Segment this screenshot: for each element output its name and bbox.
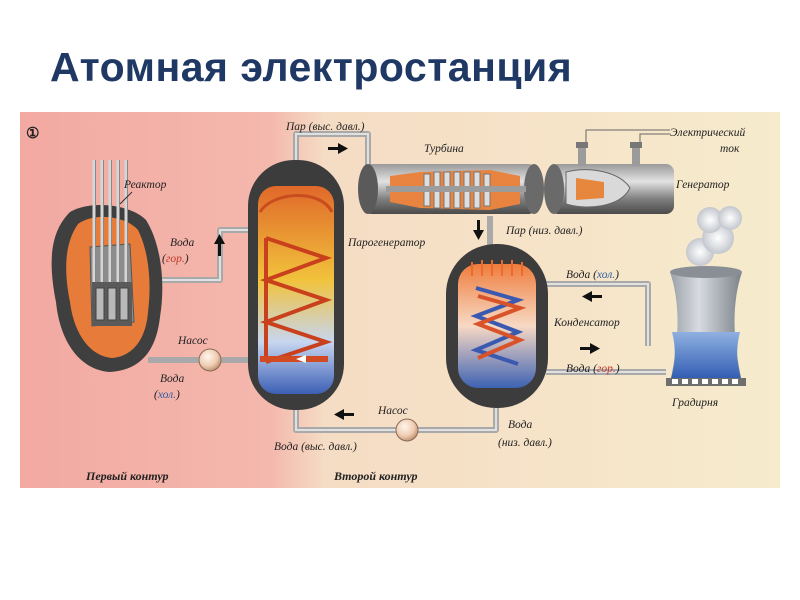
flow-arrows xyxy=(214,143,602,420)
turbine xyxy=(358,164,544,214)
npp-diagram: ① Реактор Вода (гор.) Насос Вода (хол.) … xyxy=(20,112,780,488)
label-secondary-loop: Второй контур xyxy=(333,469,418,483)
label-water-cold-2-note: хол. xyxy=(596,269,615,281)
label-water-high: Вода (выс. давл.) xyxy=(274,441,357,453)
pump-1 xyxy=(198,348,222,372)
label-cooling-tower: Градирня xyxy=(671,397,718,409)
label-condenser: Конденсатор xyxy=(553,317,620,329)
label-water-cold-1-note-wrap: (хол.) xyxy=(154,389,180,401)
condenser xyxy=(446,244,548,408)
label-water-cold-1-note: хол. xyxy=(157,389,176,401)
label-water-hot-1: Вода xyxy=(170,237,194,249)
label-primary-loop: Первый контур xyxy=(85,469,169,483)
label-steam-high: Пар (выс. давл.) xyxy=(285,121,365,133)
label-electric-current-2: ток xyxy=(720,143,740,155)
label-water-cold-1: Вода xyxy=(160,373,184,385)
pump-2 xyxy=(395,418,419,442)
reactor xyxy=(51,160,163,372)
label-water-cold-2: Вода xyxy=(566,269,590,281)
page-title: Атомная электростанция xyxy=(50,44,573,90)
label-steam-low: Пар (низ. давл.) xyxy=(505,225,583,237)
label-water-hot-1-note-wrap: (гор.) xyxy=(162,253,189,265)
generator xyxy=(544,129,674,214)
label-water-low-1: Вода xyxy=(508,419,532,431)
figure-number: ① xyxy=(26,126,39,142)
label-pump-1: Насос xyxy=(177,335,208,347)
label-water-cold-2-wrap: Вода (хол.) xyxy=(566,269,619,281)
label-electric-current: Электрический xyxy=(670,126,746,139)
steam-generator xyxy=(248,160,344,410)
label-water-hot-2-wrap: Вода (гор.) xyxy=(566,363,620,375)
cooling-tower xyxy=(666,206,746,386)
label-turbine: Турбина xyxy=(424,143,464,155)
diagram-svg: ① Реактор Вода (гор.) Насос Вода (хол.) … xyxy=(20,112,780,488)
label-water-hot-2: Вода xyxy=(566,363,590,375)
label-generator: Генератор xyxy=(675,179,730,191)
label-reactor: Реактор xyxy=(123,179,167,191)
label-pump-2: Насос xyxy=(377,405,408,417)
label-steam-generator: Парогенератор xyxy=(347,237,426,249)
label-water-hot-2-note: гор. xyxy=(597,363,616,375)
label-water-hot-1-note: гор. xyxy=(166,253,185,265)
label-water-low-2: (низ. давл.) xyxy=(498,437,552,449)
